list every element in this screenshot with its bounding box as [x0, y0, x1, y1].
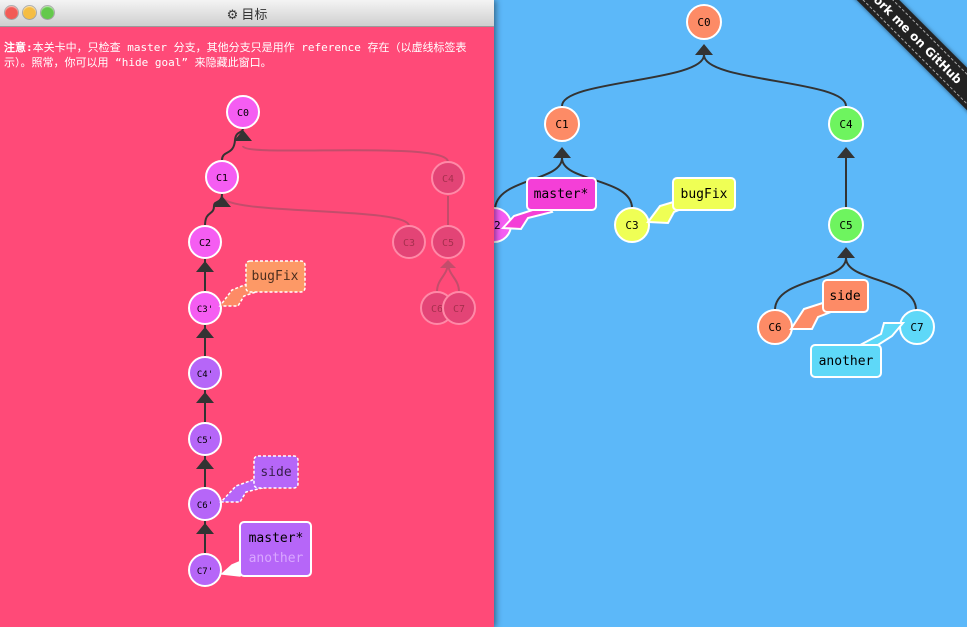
edge-c1-c0	[561, 54, 705, 107]
edge-faded	[221, 195, 410, 227]
edge-faded	[447, 261, 460, 293]
svg-text:master*: master*	[534, 187, 589, 202]
branch-master[interactable]: master* another	[220, 521, 312, 577]
svg-text:another: another	[819, 354, 874, 369]
arrowhead	[213, 196, 231, 207]
svg-text:side: side	[260, 465, 291, 480]
svg-text:bugFix: bugFix	[252, 269, 299, 284]
arrowhead	[196, 327, 214, 338]
arrowhead	[196, 523, 214, 534]
commit-c1[interactable]: C1	[205, 160, 239, 194]
svg-text:C0: C0	[697, 16, 710, 29]
minimize-button[interactable]	[23, 6, 36, 19]
arrowhead	[837, 147, 855, 158]
arrowhead	[234, 130, 252, 141]
maximize-button[interactable]	[41, 6, 54, 19]
commit-c0[interactable]: C0	[686, 4, 722, 40]
gear-icon: ⚙	[226, 8, 239, 23]
edge-faded	[242, 145, 449, 163]
svg-text:C1: C1	[555, 118, 568, 131]
svg-text:C7': C7'	[197, 567, 213, 577]
svg-text:C3': C3'	[197, 305, 213, 315]
commit-c4-prime[interactable]: C4'	[188, 356, 222, 390]
branch-side[interactable]: side	[219, 455, 299, 503]
branch-bugfix[interactable]: bugFix	[646, 177, 736, 225]
arrowhead	[837, 247, 855, 258]
window-titlebar[interactable]: ⚙目标	[0, 0, 494, 27]
svg-text:C4: C4	[442, 174, 454, 185]
edge-c4-c0	[703, 54, 847, 107]
arrowhead	[553, 147, 571, 158]
commit-ghost-c7: C7	[442, 291, 476, 325]
commit-c7[interactable]: C7	[899, 309, 935, 345]
branch-another[interactable]: another	[810, 322, 906, 378]
svg-text:C2: C2	[199, 238, 211, 249]
svg-text:C3: C3	[403, 238, 415, 249]
svg-text:C5: C5	[839, 219, 852, 232]
commit-c2[interactable]: C2	[188, 225, 222, 259]
branch-another: another	[249, 551, 304, 566]
window-title: ⚙目标	[226, 8, 268, 23]
svg-text:C4: C4	[839, 118, 853, 131]
commit-c1[interactable]: C1	[544, 106, 580, 142]
edge-faded	[436, 261, 449, 293]
svg-text:C7: C7	[910, 321, 923, 334]
branch-bugfix[interactable]: bugFix	[218, 260, 306, 307]
close-button[interactable]	[5, 6, 18, 19]
goal-window: ⚙目标 C4 C3 C5 C6	[0, 0, 494, 627]
edge-c2-c1	[204, 193, 223, 227]
svg-text:C6: C6	[431, 304, 443, 315]
commit-c6-prime[interactable]: C6'	[188, 487, 222, 521]
edge-c1-c0	[221, 127, 244, 161]
commit-c5[interactable]: C5	[828, 207, 864, 243]
svg-text:bugFix: bugFix	[681, 187, 728, 202]
svg-text:C5: C5	[442, 238, 454, 249]
svg-text:side: side	[829, 289, 860, 304]
edge-c6-c5	[774, 257, 847, 311]
goal-tree-canvas: C4 C3 C5 C6 C7	[188, 95, 476, 587]
svg-text:C4': C4'	[197, 370, 213, 380]
branch-side[interactable]: side	[789, 279, 869, 330]
svg-text:C5': C5'	[197, 436, 213, 446]
edge-c7-c5	[845, 257, 917, 311]
edge-c3-c1	[561, 157, 633, 209]
commit-c7-prime[interactable]: C7'	[188, 553, 222, 587]
svg-text:C0: C0	[237, 108, 249, 119]
commit-c6[interactable]: C6	[757, 309, 793, 345]
commit-c4[interactable]: C4	[828, 106, 864, 142]
commit-c3-prime[interactable]: C3'	[188, 291, 222, 325]
arrowhead	[196, 261, 214, 272]
svg-text:C7: C7	[453, 304, 465, 315]
svg-text:C6: C6	[768, 321, 781, 334]
svg-text:master*: master*	[249, 531, 304, 546]
goal-notice: 注意:本关卡中，只检查 master 分支，其他分支只是用作 reference…	[4, 41, 467, 69]
arrowhead	[440, 260, 456, 268]
commit-c5-prime[interactable]: C5'	[188, 422, 222, 456]
svg-text:C6': C6'	[197, 501, 213, 511]
branch-master[interactable]: master*	[500, 177, 597, 231]
arrowhead	[695, 44, 713, 55]
arrowhead	[196, 458, 214, 469]
commit-c3[interactable]: C3	[614, 207, 650, 243]
commit-c0[interactable]: C0	[226, 95, 260, 129]
svg-text:C3: C3	[625, 219, 638, 232]
commit-ghost-c6: C6	[420, 291, 454, 325]
commit-ghost-c3: C3	[392, 225, 426, 259]
commit-ghost-c5: C5	[431, 225, 465, 259]
commit-ghost-c4: C4	[431, 161, 465, 195]
svg-text:C1: C1	[216, 173, 228, 184]
arrowhead	[196, 392, 214, 403]
